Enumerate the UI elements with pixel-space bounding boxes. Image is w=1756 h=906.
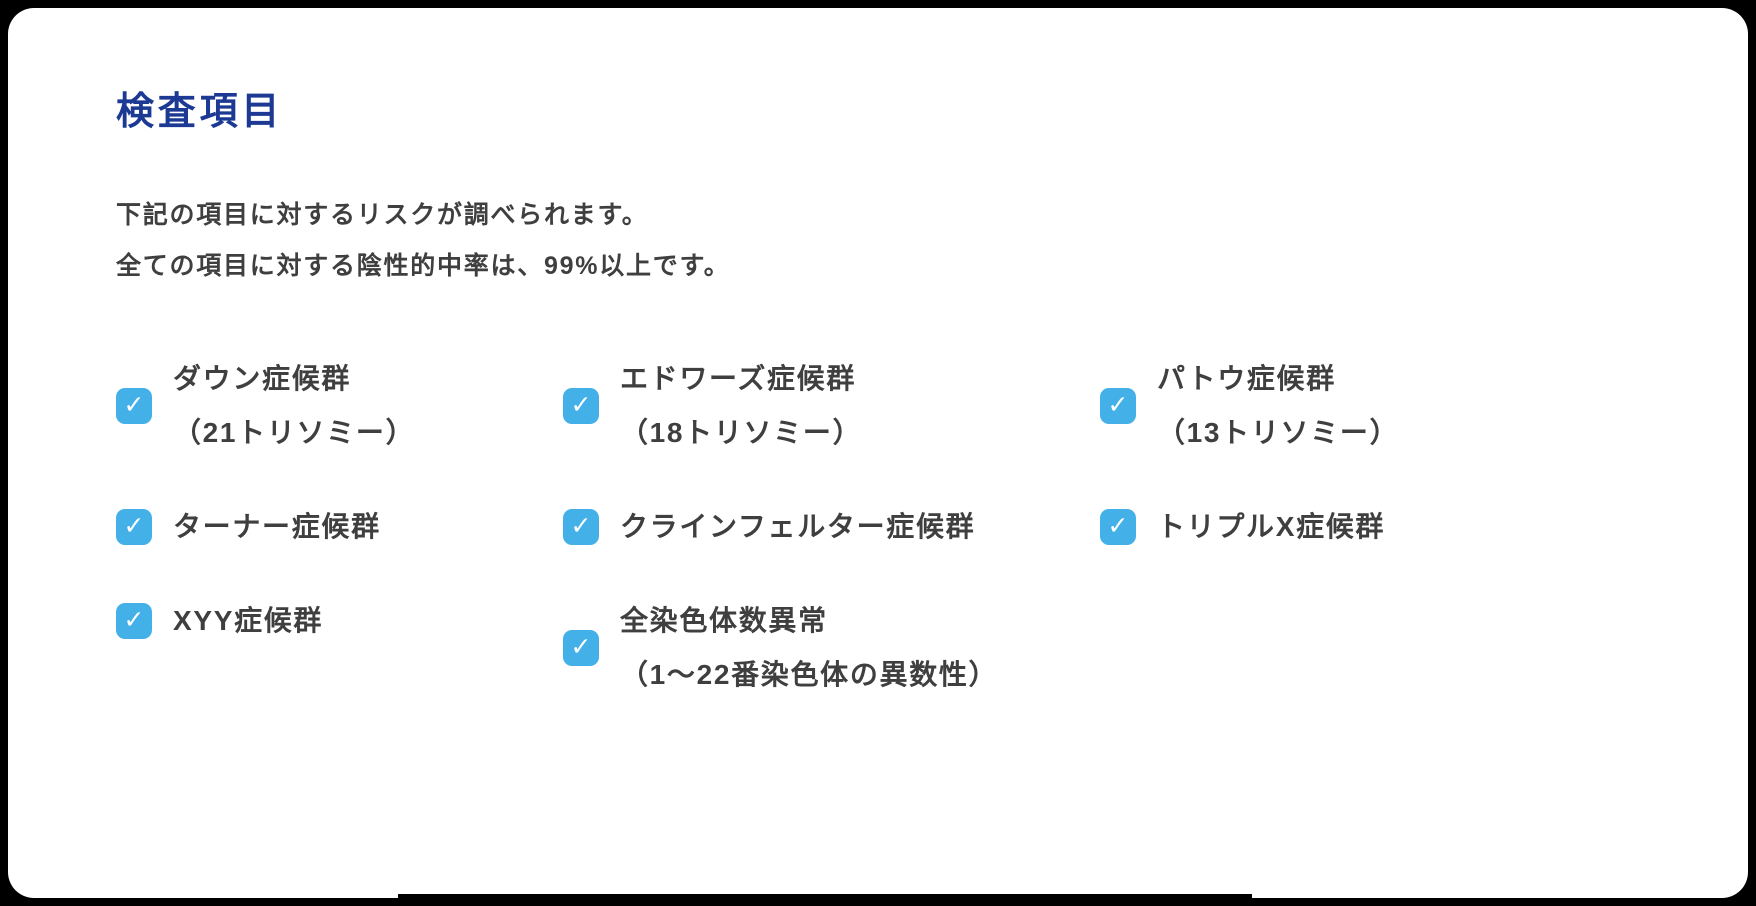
item-label: XYY症候群: [173, 594, 323, 648]
test-items-grid: ✓ ダウン症候群 （21トリソミー） ✓ エドワーズ症候群 （18トリソミー）: [116, 352, 1640, 702]
test-item-klinefelter-syndrome: ✓ クラインフェルター症候群: [563, 500, 1100, 554]
item-label-line2: （18トリソミー）: [620, 417, 863, 448]
check-icon: ✓: [1107, 511, 1129, 540]
test-item-xyy-syndrome: ✓ XYY症候群: [116, 594, 563, 648]
item-label: トリプルX症候群: [1157, 500, 1385, 554]
checkbox[interactable]: ✓: [563, 509, 599, 545]
item-label-line1: 全染色体数異常: [620, 605, 828, 636]
check-icon: ✓: [123, 605, 145, 634]
item-label-line1: ダウン症候群: [173, 363, 352, 394]
test-item-turner-syndrome: ✓ ターナー症候群: [116, 500, 563, 554]
item-label: クラインフェルター症候群: [620, 500, 975, 554]
checkbox[interactable]: ✓: [563, 630, 599, 666]
item-label-line1: クラインフェルター症候群: [620, 511, 976, 542]
checkbox[interactable]: ✓: [1100, 388, 1136, 424]
item-label-line1: エドワーズ症候群: [620, 363, 857, 394]
item-label: 全染色体数異常 （1〜22番染色体の異数性）: [620, 594, 998, 702]
check-icon: ✓: [123, 511, 145, 540]
checkbox[interactable]: ✓: [116, 509, 152, 545]
test-item-triple-x-syndrome: ✓ トリプルX症候群: [1100, 500, 1640, 554]
item-label-line2: （1〜22番染色体の異数性）: [620, 659, 999, 690]
check-icon: ✓: [570, 632, 592, 661]
bottom-edge-bar: [398, 894, 1252, 906]
check-icon: ✓: [1107, 390, 1129, 419]
content-card: 検査項目 下記の項目に対するリスクが調べられます。 全ての項目に対する陰性的中率…: [8, 8, 1748, 898]
test-item-all-chromosome-aneuploidy: ✓ 全染色体数異常 （1〜22番染色体の異数性）: [563, 594, 1100, 702]
test-item-edwards-syndrome: ✓ エドワーズ症候群 （18トリソミー）: [563, 352, 1100, 460]
checkbox[interactable]: ✓: [563, 388, 599, 424]
checkbox[interactable]: ✓: [116, 388, 152, 424]
item-label-line1: ターナー症候群: [173, 511, 381, 542]
test-item-down-syndrome: ✓ ダウン症候群 （21トリソミー）: [116, 352, 563, 460]
description-line: 下記の項目に対するリスクが調べられます。: [116, 201, 649, 229]
section-title: 検査項目: [116, 91, 284, 133]
check-icon: ✓: [570, 390, 592, 419]
check-icon: ✓: [570, 511, 592, 540]
section-description: 下記の項目に対するリスクが調べられます。 全ての項目に対する陰性的中率は、99%…: [116, 190, 1640, 292]
item-label-line1: パトウ症候群: [1157, 363, 1336, 394]
item-label-line1: トリプルX症候群: [1157, 511, 1386, 542]
item-label-line1: XYY症候群: [173, 605, 324, 636]
checkbox[interactable]: ✓: [116, 603, 152, 639]
item-label: エドワーズ症候群 （18トリソミー）: [620, 352, 862, 460]
description-line: 全ての項目に対する陰性的中率は、99%以上です。: [116, 252, 731, 280]
checkbox[interactable]: ✓: [1100, 509, 1136, 545]
item-label-line2: （21トリソミー）: [173, 417, 416, 448]
item-label-line2: （13トリソミー）: [1157, 417, 1400, 448]
test-item-patau-syndrome: ✓ パトウ症候群 （13トリソミー）: [1100, 352, 1640, 460]
item-label: ダウン症候群 （21トリソミー）: [173, 352, 415, 460]
item-label: ターナー症候群: [173, 500, 381, 554]
item-label: パトウ症候群 （13トリソミー）: [1157, 352, 1399, 460]
check-icon: ✓: [123, 390, 145, 419]
